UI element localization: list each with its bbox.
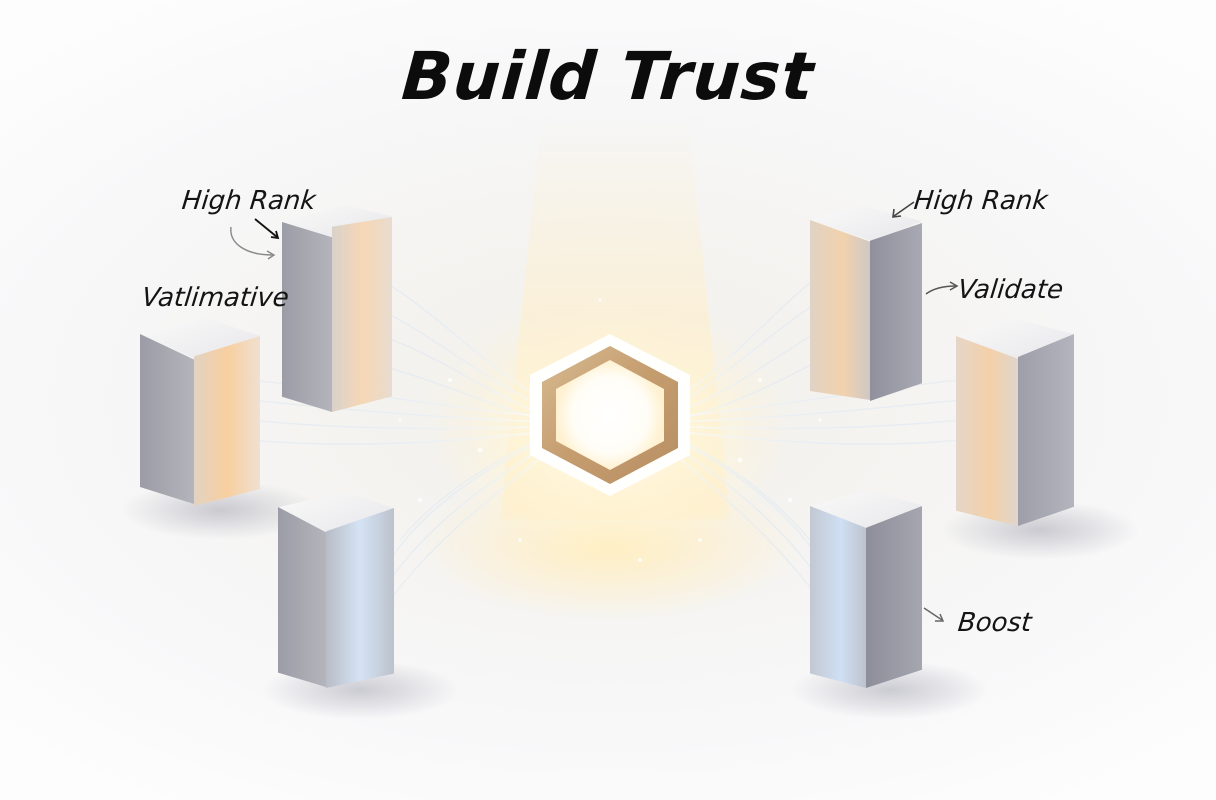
arrow-icon [230,218,280,260]
label-right-boost: Boost [956,608,1033,638]
arrow-icon [923,607,945,622]
pillar-left-back [282,205,392,415]
pillar-right-back [810,205,922,405]
label-right-high-rank: High Rank [912,186,1050,216]
pillar-left-front [140,318,260,508]
label-left-vatlimative: Vatlimative [140,283,291,313]
arrow-icon [925,281,959,295]
arrow-icon [892,201,915,218]
pillar-right-bottom [810,490,922,692]
pillar-right-mid [956,318,1074,530]
trust-hexagon-icon [530,334,690,496]
page-title: Build Trust [399,38,817,115]
label-left-high-rank: High Rank [180,186,318,216]
label-right-validate: Validate [956,275,1065,305]
pillar-left-bottom [278,492,394,692]
